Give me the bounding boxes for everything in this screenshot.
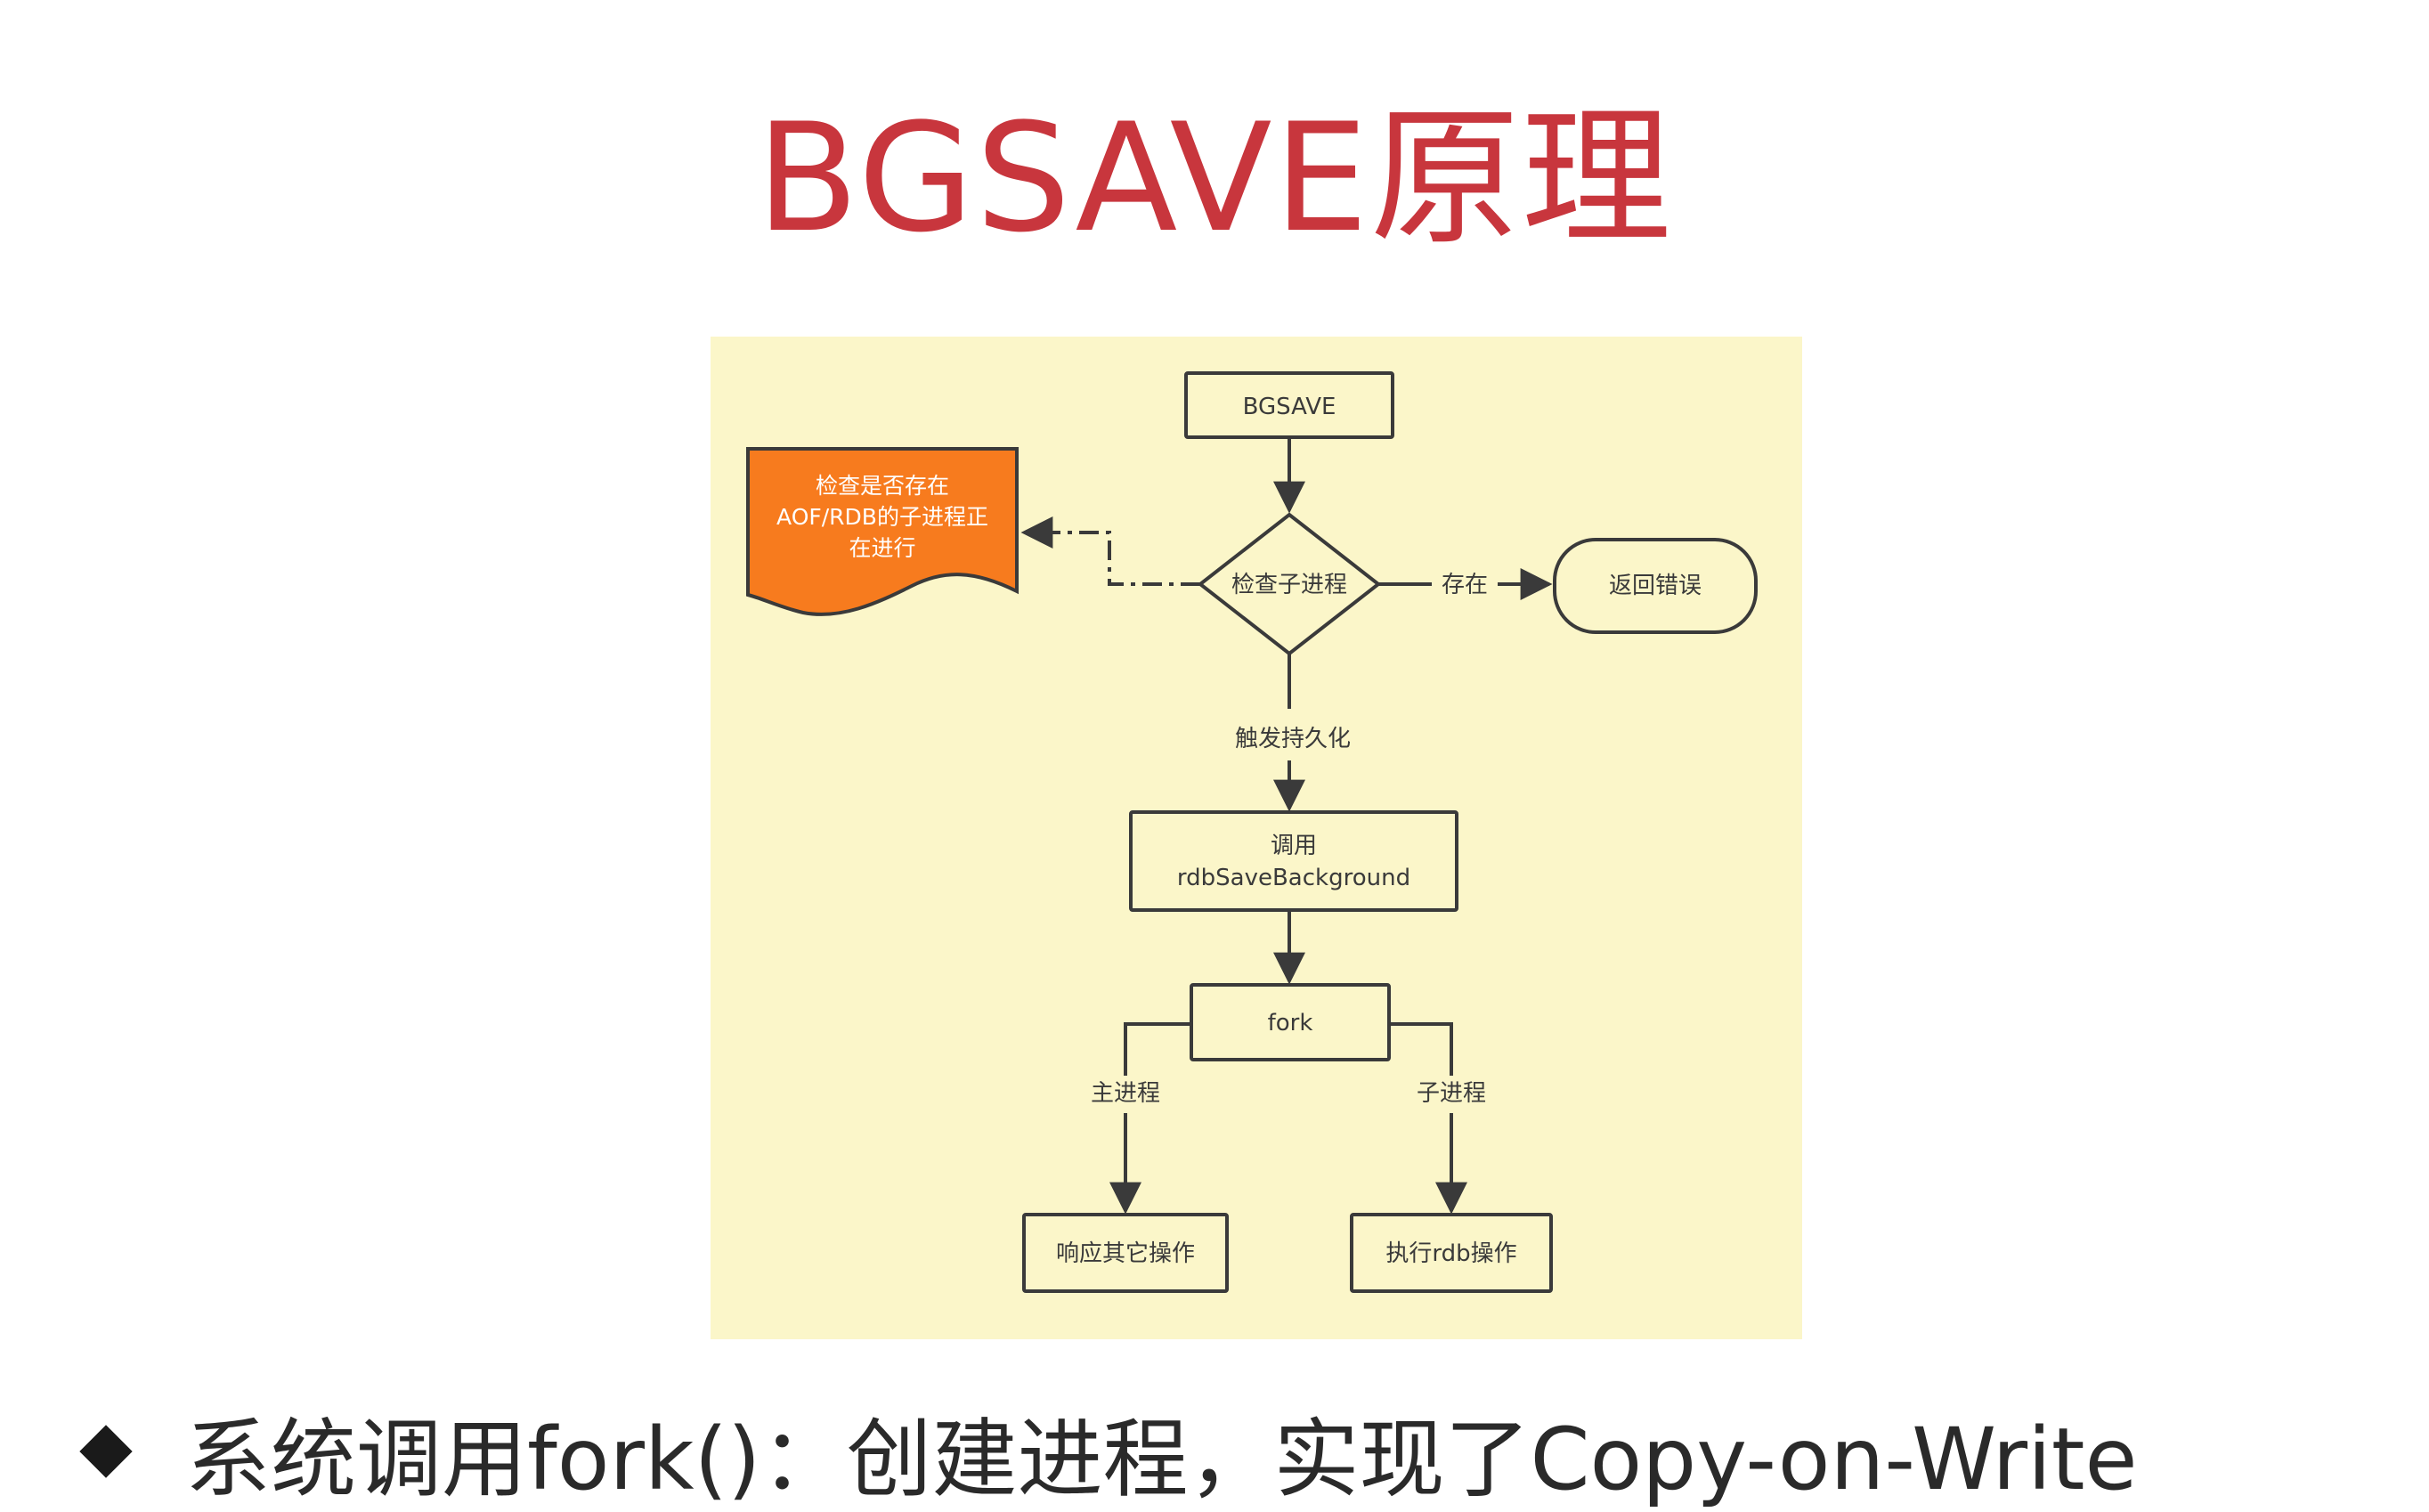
child-action-node: 执行rdb操作 [1350, 1213, 1553, 1293]
edge-label-exists: 存在 [1442, 572, 1488, 598]
edge-fork-to-child [1389, 1022, 1453, 1076]
edge-label-trigger: 触发持久化 [1235, 726, 1351, 752]
check-child-label: 检查子进程 [1231, 572, 1347, 598]
slide-title: BGSAVE原理 [756, 91, 1673, 265]
diamond-bullet-icon [80, 1426, 132, 1477]
bgsave-node-label: BGSAVE [1243, 394, 1336, 420]
call-rdbsavebackground-node: 调用 rdbSaveBackground [1129, 810, 1458, 912]
call-label-line-1: 调用 [1271, 833, 1317, 859]
parent-action-label: 响应其它操作 [1056, 1240, 1195, 1267]
return-error-label: 返回错误 [1609, 573, 1702, 599]
note-line-1: 检查是否存在 [816, 473, 949, 499]
call-label-line-2: rdbSaveBackground [1177, 865, 1410, 891]
edge-fork-to-parent [1124, 1022, 1191, 1076]
flowchart: BGSAVE 检查子进程 检查是否存在 AOF/RDB的子进程正 在进行 存在 … [746, 371, 1758, 1293]
note-document: 检查是否存在 AOF/RDB的子进程正 在进行 [746, 447, 1019, 616]
note-line-2: AOF/RDB的子进程正 [776, 504, 988, 530]
bullet-point: 系统调用fork()：创建进程，实现了Copy-on-Write [80, 1398, 2138, 1509]
bgsave-node: BGSAVE [1184, 371, 1394, 439]
bullet-text: 系统调用fork()：创建进程，实现了Copy-on-Write [185, 1409, 2138, 1509]
edge-label-parent: 主进程 [1091, 1080, 1160, 1107]
edge-label-child: 子进程 [1417, 1080, 1486, 1107]
child-action-label: 执行rdb操作 [1385, 1240, 1516, 1267]
fork-label: fork [1268, 1010, 1313, 1036]
return-error-node: 返回错误 [1553, 538, 1758, 634]
check-child-decision: 检查子进程 [1197, 512, 1382, 656]
parent-action-node: 响应其它操作 [1022, 1213, 1229, 1293]
flowchart-panel: BGSAVE 检查子进程 检查是否存在 AOF/RDB的子进程正 在进行 存在 … [711, 337, 1802, 1339]
edge-check-to-note [1020, 516, 1200, 586]
note-line-3: 在进行 [849, 535, 915, 561]
fork-node: fork [1190, 983, 1391, 1061]
